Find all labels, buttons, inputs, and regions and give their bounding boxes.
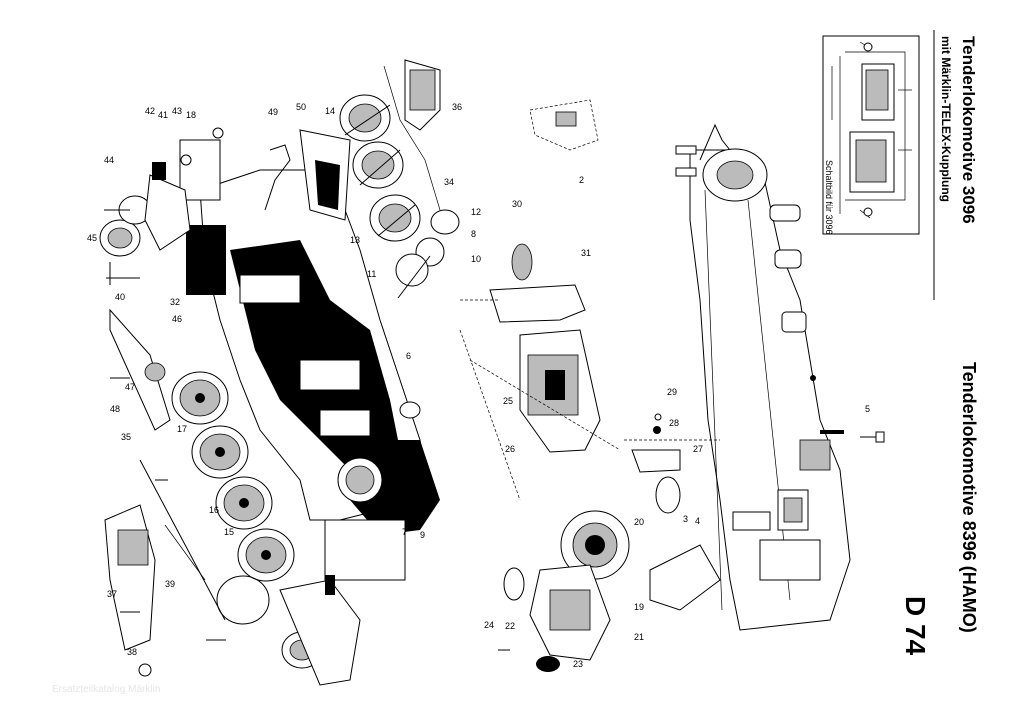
title-block: Tenderlokomotive 3096 mit Märklin-TELEX-… [900,30,979,656]
label-8: 8 [471,229,476,239]
label-7: 7 [402,527,407,537]
label-12: 12 [471,207,481,217]
part-number-labels: 2 3 4 5 6 7 8 9 10 11 12 13 14 15 16 17 … [87,102,870,669]
loco-body-shell [675,123,885,631]
label-33: 33 [190,225,200,235]
label-10: 10 [471,254,481,264]
watermark-text: Ersatzteilkatalog Märklin [52,684,160,695]
subtitle-coupling: mit Märklin-TELEX-Kupplung [939,36,953,202]
label-19: 19 [634,602,644,612]
label-46: 46 [172,314,182,324]
label-38: 38 [127,647,137,657]
label-31: 31 [581,248,591,258]
label-2: 2 [579,175,584,185]
label-40: 40 [115,292,125,302]
label-20: 20 [634,517,644,527]
wiring-schematic-inset: Schaltbild für 3096 [822,35,920,235]
label-29: 29 [667,387,677,397]
label-11: 11 [367,269,376,279]
wheel-4 [237,528,295,582]
label-48: 48 [110,404,120,414]
title-main: Tenderlokomotive 3096 [959,36,978,224]
label-34: 34 [444,177,454,187]
label-24: 24 [484,620,494,630]
label-9: 9 [420,530,425,540]
driving-wheels [171,371,295,625]
wheel-3 [215,476,273,530]
label-43: 43 [172,106,182,116]
label-18: 18 [186,110,196,120]
label-30: 30 [512,199,522,209]
label-35: 35 [121,432,131,442]
pony-truck-rear [104,459,361,686]
wheel-2 [191,425,249,479]
label-27: 27 [693,444,703,454]
label-13: 13 [350,235,360,245]
label-28: 28 [669,418,679,428]
label-5: 5 [865,404,870,414]
page-code: D 74 [900,596,931,656]
label-37: 37 [107,589,117,599]
label-23: 23 [573,659,583,669]
label-16: 16 [209,505,219,515]
label-45: 45 [87,233,97,243]
label-15: 15 [224,527,234,537]
label-32: 32 [170,297,180,307]
chassis-frame [179,129,440,581]
label-39: 39 [165,579,175,589]
label-26: 26 [505,444,515,454]
label-22: 22 [505,621,515,631]
label-49: 49 [268,107,278,117]
label-47: 47 [125,382,135,392]
label-4: 4 [695,516,700,526]
motor-assembly [459,243,721,672]
detail-part-2 [529,99,599,151]
label-14: 14 [325,106,335,116]
inset-caption: Schaltbild für 3096 [824,160,834,235]
title-second: Tenderlokomotive 8396 (HAMO) [959,362,979,633]
label-17: 17 [177,424,187,434]
label-50: 50 [296,102,306,112]
label-3: 3 [683,514,688,524]
label-25: 25 [503,396,513,406]
label-36: 36 [452,102,462,112]
label-42: 42 [145,106,155,116]
label-44: 44 [104,155,114,165]
small-hardware [109,127,291,481]
pony-truck-front [99,162,191,431]
upper-wheelsets [337,59,460,503]
wheel-1 [171,371,229,425]
label-21: 21 [634,632,644,642]
label-41: 41 [158,110,168,120]
label-6: 6 [406,351,411,361]
